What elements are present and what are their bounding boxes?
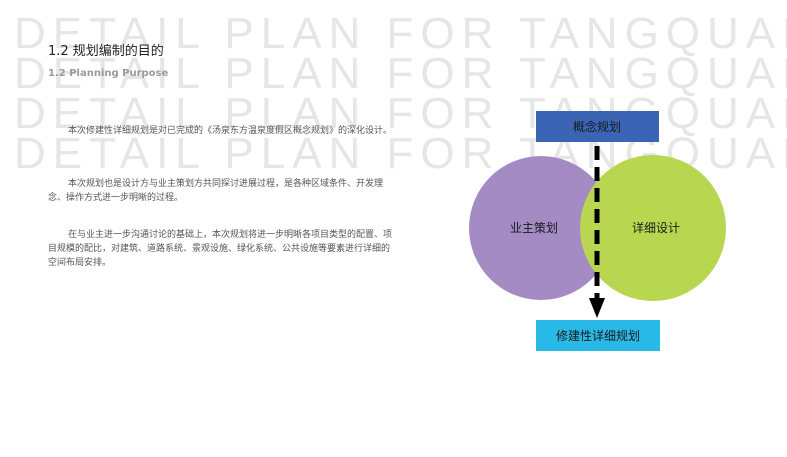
paragraph-3: 在与业主进一步沟通讨论的基础上，本次规划将进一步明晰各项目类型的配置、项目规模的… bbox=[48, 230, 393, 268]
top-box bbox=[536, 111, 659, 142]
paragraph-2: 本次规划也是设计方与业主策划方共同探讨进展过程，是各种区域条件、开发理念、操作方… bbox=[48, 179, 384, 203]
bottom-box-label: 修建性详细规划 bbox=[556, 328, 640, 343]
bottom-box bbox=[536, 320, 660, 351]
right-circle-label: 详细设计 bbox=[632, 220, 680, 235]
paragraph-1: 本次修建性详细规划是对已完成的《汤泉东方温泉度假区概念规划》的深化设计。 bbox=[68, 126, 393, 136]
page-title: 1.2 规划编制的目的 bbox=[48, 44, 164, 59]
flow-arrowhead bbox=[589, 298, 605, 318]
top-box-label: 概念规划 bbox=[573, 119, 621, 134]
watermark-line: DETAIL PLAN FOR TANGQUAN bbox=[14, 49, 787, 98]
right-circle bbox=[580, 155, 726, 301]
page-subtitle: 1.2 Planning Purpose bbox=[48, 68, 169, 79]
left-circle-label: 业主策划 bbox=[510, 221, 558, 235]
left-circle bbox=[469, 156, 613, 300]
watermark-line: DETAIL PLAN FOR TANGQUAN bbox=[14, 9, 787, 58]
